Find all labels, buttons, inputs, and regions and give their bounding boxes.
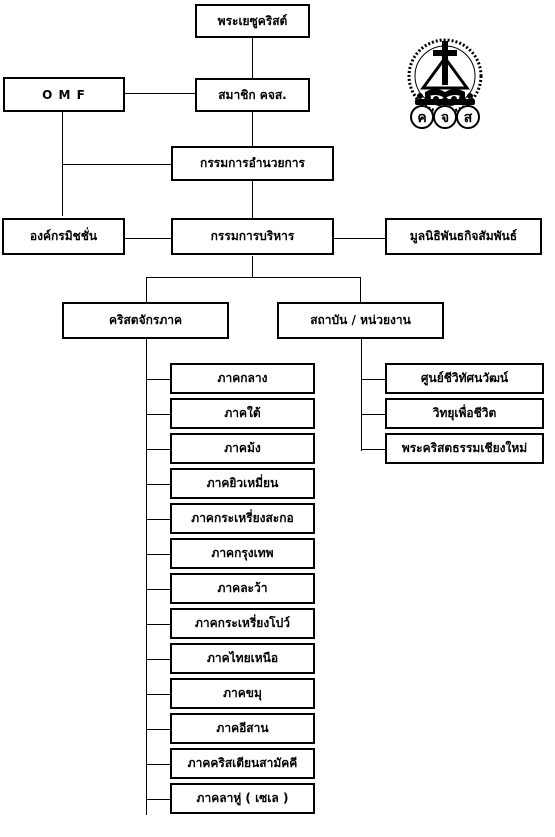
connector-executive-management bbox=[252, 180, 253, 218]
kjs-logo: ค จ ส bbox=[407, 38, 483, 129]
node-jesus-christ: พระเยซูคริสต์ bbox=[195, 4, 310, 38]
node-omf: O M F bbox=[3, 77, 125, 112]
region-box: ภาคละว้า bbox=[170, 573, 315, 604]
connector-management-foundation bbox=[333, 238, 386, 239]
region-box: ภาคม้ง bbox=[170, 433, 315, 464]
unit-box: วิทยุเพื่อชีวิต bbox=[385, 398, 544, 429]
logo-letter-kho: ค bbox=[417, 110, 426, 126]
unit-box: ศูนย์ชีวิทัศนวัฒน์ bbox=[385, 363, 544, 394]
connector-split-horizontal bbox=[146, 277, 360, 278]
region-connector bbox=[146, 729, 171, 730]
connector-management-split bbox=[252, 256, 253, 278]
unit-connector bbox=[361, 379, 386, 380]
region-connector bbox=[146, 659, 171, 660]
region-box: ภาคไทยเหนือ bbox=[170, 643, 315, 674]
region-box: ภาคกลาง bbox=[170, 363, 315, 394]
logo-letter-cho: จ bbox=[441, 110, 449, 126]
region-box: ภาคกรุงเทพ bbox=[170, 538, 315, 569]
region-connector bbox=[146, 519, 171, 520]
node-executive-committee: กรรมการอำนวยการ bbox=[171, 146, 334, 181]
region-connector bbox=[146, 624, 171, 625]
region-box: ภาคกระเหรี่ยงสะกอ bbox=[170, 503, 315, 534]
node-member: สมาชิก คจส. bbox=[195, 78, 310, 112]
region-connector bbox=[146, 379, 171, 380]
region-connector bbox=[146, 799, 171, 800]
region-box: ภาคขมุ bbox=[170, 678, 315, 709]
unit-connector bbox=[361, 414, 386, 415]
connector-split-churches bbox=[146, 277, 147, 302]
region-box: ภาคใต้ bbox=[170, 398, 315, 429]
region-box: ภาคอีสาน bbox=[170, 713, 315, 744]
connector-member-executive bbox=[252, 110, 253, 148]
region-box: ภาคคริสเตียนสามัคคี bbox=[170, 748, 315, 779]
node-regional-churches: คริสตจักรภาค bbox=[62, 302, 229, 339]
region-box: ภาคลาหู่ ( เซเล ) bbox=[170, 783, 315, 814]
connector-omf-member bbox=[124, 93, 196, 94]
node-foundation: มูลนิธิพันธกิจสัมพันธ์ bbox=[385, 218, 542, 255]
connector-regions-trunk bbox=[146, 339, 147, 815]
node-institutions: สถาบัน / หน่วยงาน bbox=[277, 302, 444, 339]
region-connector bbox=[146, 589, 171, 590]
node-mission-organizations: องค์กรมิชชั่น bbox=[2, 218, 125, 255]
connector-units-trunk bbox=[361, 339, 362, 451]
region-connector bbox=[146, 554, 171, 555]
region-connector bbox=[146, 764, 171, 765]
logo-letter-so: ส bbox=[464, 110, 473, 126]
connector-split-institutions bbox=[360, 277, 361, 302]
unit-connector bbox=[361, 449, 386, 450]
connector-mission-management bbox=[124, 238, 172, 239]
connector-omf-down bbox=[62, 110, 63, 216]
connector-root-member bbox=[252, 36, 253, 80]
unit-box: พระคริสตธรรมเชียงใหม่ bbox=[385, 433, 544, 464]
region-connector bbox=[146, 414, 171, 415]
region-connector bbox=[146, 484, 171, 485]
region-connector bbox=[146, 449, 171, 450]
node-management-committee: กรรมการบริหาร bbox=[171, 218, 334, 255]
connector-omf-executive bbox=[62, 164, 172, 165]
region-box: ภาคกระเหรี่ยงโปว์ bbox=[170, 608, 315, 639]
region-connector bbox=[146, 694, 171, 695]
region-box: ภาคยิวเหมี่ยน bbox=[170, 468, 315, 499]
